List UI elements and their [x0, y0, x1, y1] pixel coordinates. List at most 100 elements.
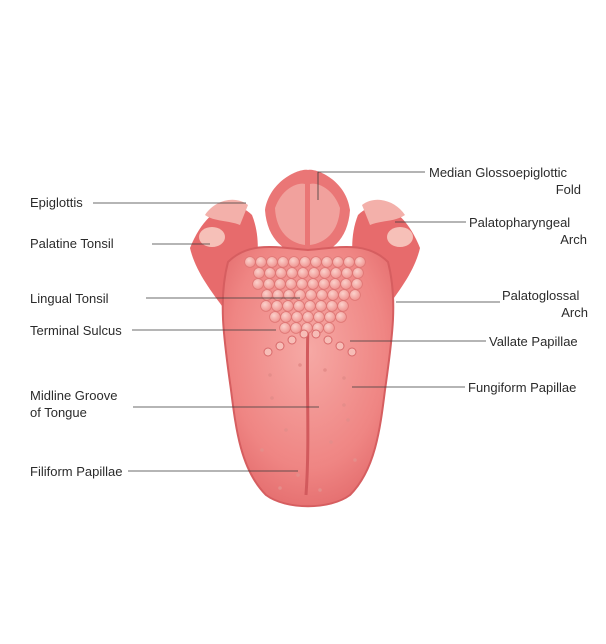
- vallate-papilla: [311, 329, 321, 339]
- label-palatopharyngeal-arch: Palatopharyngeal Arch: [469, 214, 587, 248]
- lingual-tonsil-nodule: [304, 300, 316, 312]
- lingual-tonsil-nodule: [286, 267, 298, 279]
- lingual-tonsil-nodule: [291, 311, 303, 323]
- lingual-tonsil-nodule: [321, 256, 333, 268]
- lingual-tonsil-nodule: [283, 289, 295, 301]
- label-filiform-papillae: Filiform Papillae: [30, 463, 122, 480]
- scattered-papillae: [260, 363, 357, 492]
- midline-groove: [304, 324, 310, 496]
- vallate-papilla: [287, 335, 297, 345]
- label-filiform-papillae-text: Filiform Papillae: [30, 464, 123, 479]
- papilla-dot: [353, 458, 357, 462]
- lingual-tonsil-nodule: [310, 256, 322, 268]
- lingual-tonsil-nodule: [343, 256, 355, 268]
- label-midline-groove: Midline Groove of Tongue: [30, 387, 117, 421]
- lingual-tonsil-nodule: [261, 289, 273, 301]
- leader-lines: [93, 171, 500, 472]
- lingual-tonsil-nodule: [337, 300, 349, 312]
- vallate-papilla: [335, 341, 345, 351]
- vallate-papilla: [347, 347, 357, 357]
- lingual-tonsil-nodule: [305, 289, 317, 301]
- papilla-dot: [284, 428, 288, 432]
- label-lingual-tonsil-text: Lingual Tonsil: [30, 291, 109, 306]
- lingual-tonsil-nodule: [338, 289, 350, 301]
- lingual-tonsil-nodule: [349, 289, 361, 301]
- label-terminal-sulcus-text: Terminal Sulcus: [30, 323, 122, 338]
- lingual-tonsil-nodule: [253, 267, 265, 279]
- lingual-tonsil-nodule: [354, 256, 366, 268]
- lingual-tonsil-nodule: [323, 322, 335, 334]
- label-fungiform-papillae-text: Fungiform Papillae: [468, 380, 577, 395]
- lingual-tonsil-nodule: [302, 311, 314, 323]
- papilla-dot: [346, 418, 350, 422]
- label-palatine-tonsil-text: Palatine Tonsil: [30, 236, 114, 251]
- lingual-tonsil-nodule: [296, 278, 308, 290]
- vallate-papilla: [275, 341, 285, 351]
- papilla-dot: [296, 473, 300, 477]
- lingual-tonsil-nodule: [340, 278, 352, 290]
- label-epiglottis: Epiglottis: [30, 194, 83, 211]
- lingual-tonsil-nodule: [290, 322, 302, 334]
- vallate-papilla: [263, 347, 273, 357]
- lingual-tonsil-nodule: [326, 300, 338, 312]
- lingual-tonsil-nodule: [330, 267, 342, 279]
- lingual-tonsil-nodule: [260, 300, 272, 312]
- lingual-tonsil-nodule: [316, 289, 328, 301]
- papilla-dot: [298, 363, 302, 367]
- lingual-tonsil-nodule: [308, 267, 320, 279]
- vallate-papilla: [299, 329, 309, 339]
- lingual-tonsil-nodule: [327, 289, 339, 301]
- lingual-tonsil-nodule: [275, 267, 287, 279]
- label-palatoglossal-line2: Arch: [561, 305, 588, 320]
- label-median-glossoepiglottic-fold: Median Glossoepiglottic Fold: [429, 164, 581, 198]
- lingual-tonsil-nodule: [280, 311, 292, 323]
- label-palatine-tonsil: Palatine Tonsil: [30, 235, 114, 252]
- lingual-tonsil-nodule: [266, 256, 278, 268]
- lingual-tonsil-nodule: [299, 256, 311, 268]
- lingual-tonsil-nodule: [307, 278, 319, 290]
- lingual-tonsil-nodule: [272, 289, 284, 301]
- lingual-tonsil-nodule: [332, 256, 344, 268]
- lingual-tonsil-nodule: [252, 278, 264, 290]
- lingual-tonsil-nodule: [293, 300, 305, 312]
- lingual-tonsil-nodule: [255, 256, 267, 268]
- lingual-tonsil-nodule: [319, 267, 331, 279]
- lingual-tonsil-nodule: [282, 300, 294, 312]
- label-midline-groove-line1: Midline Groove: [30, 388, 118, 403]
- label-fungiform-papillae: Fungiform Papillae: [468, 379, 576, 396]
- vallate-papillae: [263, 329, 357, 357]
- papilla-dot: [270, 396, 274, 400]
- papilla-dot: [318, 488, 322, 492]
- lingual-tonsil-nodule: [297, 267, 309, 279]
- lingual-tonsil-nodule: [352, 267, 364, 279]
- lingual-tonsil-nodule: [274, 278, 286, 290]
- pharyngeal-folds: [190, 169, 420, 310]
- label-vallate-papillae: Vallate Papillae: [489, 333, 578, 350]
- label-palatopharyngeal-line1: Palatopharyngeal: [469, 215, 571, 230]
- label-vallate-papillae-text: Vallate Papillae: [489, 334, 578, 349]
- papilla-dot: [323, 368, 327, 372]
- papilla-dot: [342, 403, 346, 407]
- lingual-tonsil-nodule: [285, 278, 297, 290]
- lingual-tonsil-nodule: [315, 300, 327, 312]
- lingual-tonsil-nodule: [264, 267, 276, 279]
- label-palatopharyngeal-line2: Arch: [560, 232, 587, 247]
- lingual-tonsil-nodule: [335, 311, 347, 323]
- papilla-dot: [268, 373, 272, 377]
- papilla-dot: [342, 376, 346, 380]
- label-median-line1: Median Glossoepiglottic: [429, 165, 568, 180]
- label-terminal-sulcus: Terminal Sulcus: [30, 322, 122, 339]
- lingual-tonsil-nodule: [244, 256, 256, 268]
- label-epiglottis-text: Epiglottis: [30, 195, 83, 210]
- palatine-tonsil-left: [199, 227, 225, 247]
- lingual-tonsil-nodule: [288, 256, 300, 268]
- lingual-tonsil-nodule: [263, 278, 275, 290]
- vallate-papilla: [323, 335, 333, 345]
- lingual-tonsil-nodule: [324, 311, 336, 323]
- label-median-line2: Fold: [555, 182, 581, 197]
- lingual-tonsil-nodule: [271, 300, 283, 312]
- papilla-dot: [260, 448, 264, 452]
- palatine-tonsil-right: [387, 227, 413, 247]
